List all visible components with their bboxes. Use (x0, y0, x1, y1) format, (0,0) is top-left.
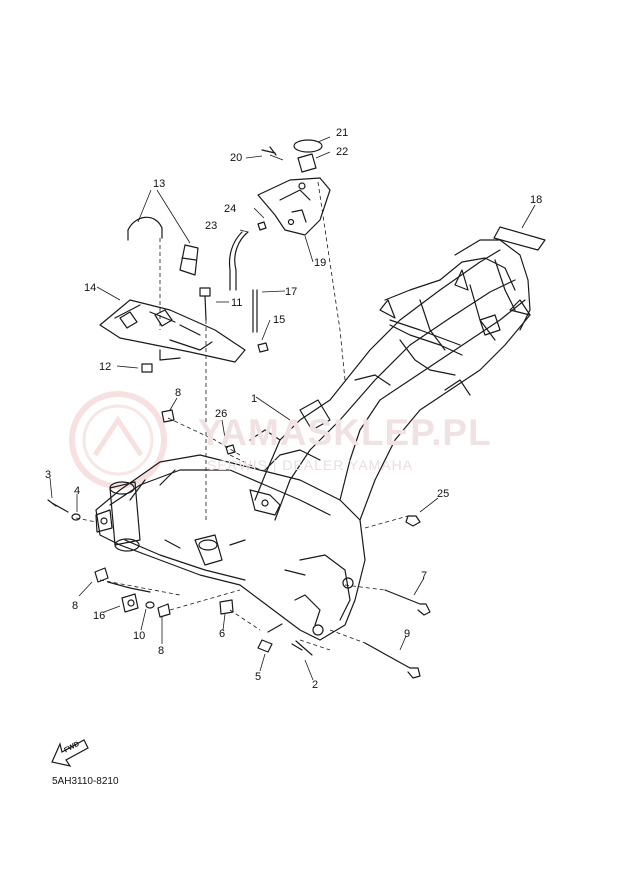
bolt-7 (384, 589, 431, 616)
callout-17[interactable]: 17 (285, 286, 298, 298)
bracket-14 (99, 299, 246, 363)
callout-18[interactable]: 18 (530, 194, 543, 206)
bolt-15 (257, 342, 269, 353)
callout-12[interactable]: 12 (99, 361, 112, 373)
bolt-2 (291, 640, 313, 656)
callout-24[interactable]: 24 (224, 203, 237, 215)
bracket-19 (257, 177, 331, 236)
callout-11[interactable]: 11 (231, 297, 243, 309)
bolt-26 (225, 444, 236, 455)
bolt-24 (257, 221, 267, 231)
plate-18 (493, 226, 546, 251)
nut-8-b (157, 603, 171, 618)
callout-26[interactable]: 26 (215, 408, 228, 420)
callout-14[interactable]: 14 (84, 282, 97, 294)
callout-8-left[interactable]: 8 (72, 600, 79, 612)
bolt-11 (199, 287, 211, 321)
callout-19[interactable]: 19 (314, 257, 327, 269)
washer-4 (71, 513, 81, 521)
callout-20[interactable]: 20 (230, 152, 243, 164)
bracket-16 (107, 581, 151, 613)
leader-lines (49, 136, 536, 681)
callout-9[interactable]: 9 (404, 628, 411, 640)
fwd-arrow-icon (51, 739, 89, 767)
callout-4[interactable]: 4 (74, 485, 81, 497)
clamp-13 (127, 216, 199, 276)
bolt-25 (405, 515, 421, 527)
washer-10 (145, 601, 155, 609)
bolt-20 (261, 146, 277, 156)
callout-21[interactable]: 21 (336, 127, 349, 139)
callout-5[interactable]: 5 (255, 671, 262, 683)
callout-23[interactable]: 23 (205, 220, 218, 232)
callout-10[interactable]: 10 (133, 630, 146, 642)
callout-6[interactable]: 6 (219, 628, 226, 640)
callout-16[interactable]: 16 (93, 610, 106, 622)
collar-22 (297, 153, 317, 173)
bolt-5 (257, 623, 283, 653)
nut-8-a (94, 567, 109, 583)
callout-13[interactable]: 13 (153, 178, 166, 190)
callout-1[interactable]: 1 (251, 393, 258, 405)
callout-8-top[interactable]: 8 (175, 387, 182, 399)
callout-22[interactable]: 22 (336, 146, 349, 158)
collar-6 (219, 599, 234, 615)
callout-25[interactable]: 25 (437, 488, 450, 500)
main-frame (95, 239, 531, 641)
damper-21 (293, 139, 323, 153)
hose-23 (234, 231, 249, 291)
callout-8-bottom[interactable]: 8 (158, 645, 165, 657)
bolt-9 (364, 642, 421, 679)
callout-2[interactable]: 2 (312, 679, 319, 691)
bolt-3 (47, 499, 69, 513)
callout-15[interactable]: 15 (273, 314, 286, 326)
collar-12 (141, 363, 153, 373)
watermark-title: YAMASKLEP.PL (198, 412, 492, 453)
callout-7[interactable]: 7 (421, 570, 428, 582)
rod-17 (252, 289, 258, 333)
callout-3[interactable]: 3 (45, 469, 52, 481)
nut-8-c (161, 409, 175, 423)
watermark-subtitle: SERWIS | DEALER YAMAHA (207, 457, 414, 473)
diagram-code: 5AH3110-8210 (52, 776, 119, 787)
watermark-logo-icon (69, 391, 167, 489)
